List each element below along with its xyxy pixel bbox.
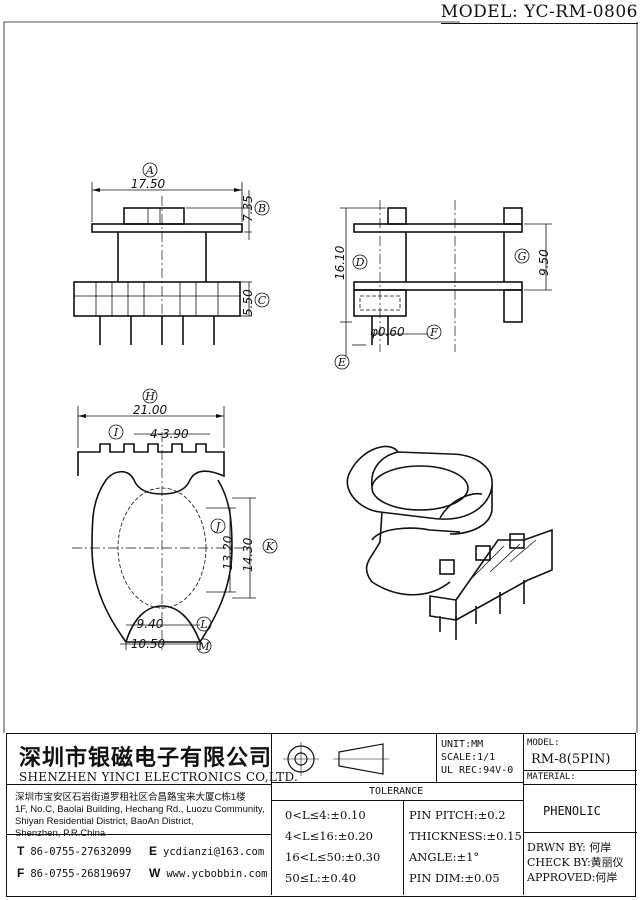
company-name-cn: 深圳市银磁电子有限公司 xyxy=(19,745,273,771)
fax-value: 86-0755-26819697 xyxy=(30,868,132,880)
dim-b-label: B xyxy=(257,202,266,215)
pin-pitch: PIN PITCH:±0.2 xyxy=(409,808,506,822)
scale-text: SCALE:1/1 xyxy=(441,752,496,763)
address-cn: 深圳市宝安区石岩街道罗租社区合昌路宝来大厦C栋1楼 xyxy=(15,792,246,803)
dim-c-label: C xyxy=(258,294,267,307)
dim-e-label: E xyxy=(337,356,346,369)
dim-g-value: 9.50 xyxy=(537,249,551,276)
dim-j-value: 13.20 xyxy=(221,535,235,570)
dim-c-value: 5.50 xyxy=(241,289,255,316)
bottom-view: 21.00 H 4-3.90 I 13.20 J 14.30 K xyxy=(72,388,278,654)
web-label: W xyxy=(149,866,161,880)
dim-h-value: 21.00 xyxy=(133,403,168,417)
dim-k-value: 14.30 xyxy=(241,537,255,572)
approved-by: APPROVED:何岸 xyxy=(527,871,618,884)
tolerance-4: 50≤L:±0.40 xyxy=(285,871,357,885)
front-view: 17.50 A 7.35 B 5.50 C xyxy=(73,162,270,345)
dim-k-label: K xyxy=(265,540,275,553)
dim-a-value: 17.50 xyxy=(131,177,166,191)
dim-j-label: J xyxy=(214,520,221,533)
ul-text: UL REC:94V-0 xyxy=(441,765,514,776)
email-value: ycdianzi@163.com xyxy=(163,846,265,858)
dim-i-value: 4-3.90 xyxy=(150,427,189,441)
material-label: MATERIAL: xyxy=(527,772,576,782)
dim-m-label: M xyxy=(197,640,210,653)
isometric-view xyxy=(346,445,553,640)
address-en-line2: Shiyan Residential District, BaoAn Distr… xyxy=(15,816,194,827)
material-value: PHENOLIC xyxy=(543,804,601,818)
email-label: E xyxy=(149,844,158,858)
dim-a-label: A xyxy=(145,164,154,177)
technical-drawing: 17.50 A 7.35 B 5.50 C xyxy=(3,21,638,733)
dim-g-label: G xyxy=(518,250,527,263)
signatures: DRWN BY: 何岸 CHECK BY:黄丽仪 APPROVED:何岸 xyxy=(527,840,624,885)
projection-symbol xyxy=(283,742,389,776)
model-title: MODEL: YC-RM-0806 xyxy=(440,2,638,24)
company-address: 深圳市宝安区石岩街道罗租社区合昌路宝来大厦C栋1楼 1F, No.C, Baol… xyxy=(15,792,265,840)
dim-d-value: 16.10 xyxy=(333,245,347,280)
dim-d-label: D xyxy=(355,256,365,269)
dim-f-value: φ0.60 xyxy=(370,325,405,339)
drawn-by: DRWN BY: 何岸 xyxy=(527,841,612,854)
address-en-line3: Shenzhen, P.R.China xyxy=(15,828,106,839)
dim-m-value: 10.50 xyxy=(131,637,166,651)
tel-value: 86-0755-27632099 xyxy=(30,846,132,858)
thickness: THICKNESS:±0.15 xyxy=(409,829,522,843)
pin-dim: PIN DIM:±0.05 xyxy=(409,871,500,885)
angle: ANGLE:±1° xyxy=(409,850,480,864)
model-value: RM-8(5PIN) xyxy=(531,752,611,767)
dim-f-label: F xyxy=(429,326,438,339)
tolerance-1: 0<L≤4:±0.10 xyxy=(285,808,366,822)
checked-by: CHECK BY:黄丽仪 xyxy=(527,856,624,869)
dim-h-label: H xyxy=(144,390,155,403)
company-name-en: SHENZHEN YINCI ELECTRONICS CO,LTD. xyxy=(19,770,299,784)
unit-text: UNIT:MM xyxy=(441,739,484,750)
contact-tel: T 86-0755-27632099 xyxy=(17,844,132,858)
title-block: 深圳市银磁电子有限公司 SHENZHEN YINCI ELECTRONICS C… xyxy=(6,733,637,897)
dim-b-value: 7.35 xyxy=(241,195,255,222)
dim-i-label: I xyxy=(113,426,119,439)
tel-label: T xyxy=(17,844,25,858)
address-en-line1: 1F, No.C, Baolai Building, Hechang Rd., … xyxy=(15,804,265,815)
tolerance-2: 4<L≤16:±0.20 xyxy=(285,829,373,843)
web-value: www.ycbobbin.com xyxy=(166,868,268,880)
unit-spec: UNIT:MM SCALE:1/1 UL REC:94V-0 xyxy=(441,738,513,777)
tolerance-header: TOLERANCE xyxy=(369,786,424,797)
dim-l-value: 9.40 xyxy=(137,617,164,631)
tolerance-3: 16<L≤50:±0.30 xyxy=(285,850,381,864)
model-label: MODEL: xyxy=(527,738,560,748)
contact-fax: F 86-0755-26819697 xyxy=(17,866,132,880)
dim-l-label: L xyxy=(199,618,207,631)
fax-label: F xyxy=(17,866,25,880)
side-view: 16.10 D E φ0.60 F 9.50 G xyxy=(333,200,552,370)
